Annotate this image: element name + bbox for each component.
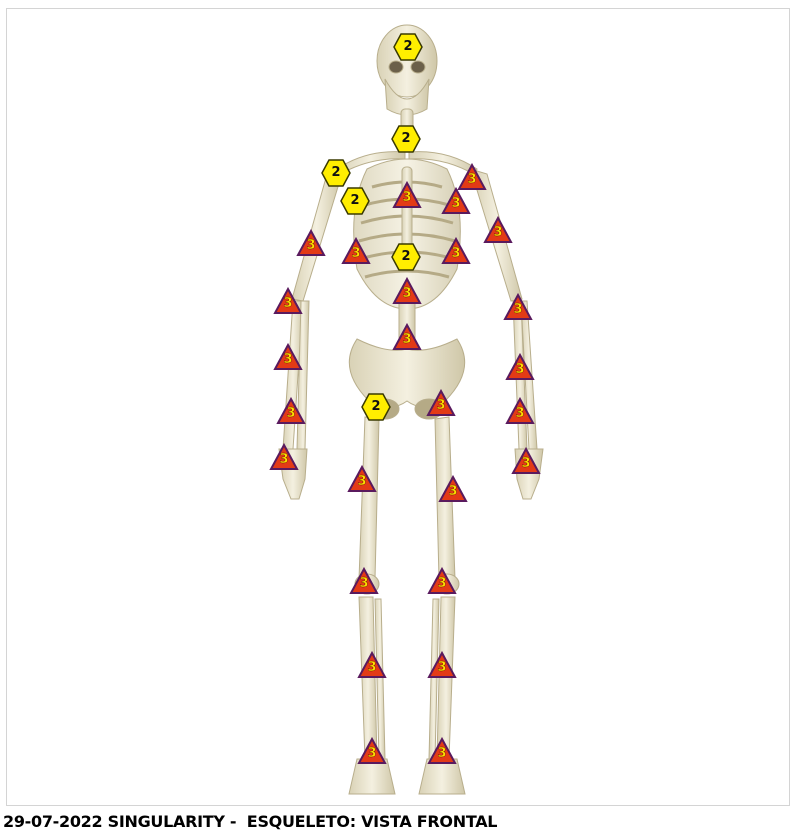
severity-marker-right-wrist[interactable]: 3 xyxy=(276,397,306,425)
marker-label: 3 xyxy=(505,406,535,421)
marker-label: 2 xyxy=(361,399,391,414)
severity-marker-spine-lumbar-1[interactable]: 3 xyxy=(392,277,422,305)
severity-marker-right-hand[interactable]: 3 xyxy=(269,443,299,471)
severity-marker-lumbar-center[interactable]: 2 xyxy=(391,243,421,271)
marker-label: 3 xyxy=(427,576,457,591)
marker-label: 3 xyxy=(457,172,487,187)
severity-marker-head[interactable]: 2 xyxy=(393,33,423,61)
marker-label: 3 xyxy=(426,398,456,413)
severity-marker-right-upper-arm[interactable]: 3 xyxy=(296,229,326,257)
marker-label: 3 xyxy=(392,286,422,301)
marker-label: 3 xyxy=(392,190,422,205)
severity-marker-right-shin[interactable]: 3 xyxy=(357,651,387,679)
severity-marker-right-hip[interactable]: 2 xyxy=(361,393,391,421)
marker-label: 3 xyxy=(438,484,468,499)
marker-label: 3 xyxy=(505,362,535,377)
marker-label: 3 xyxy=(273,352,303,367)
marker-label: 3 xyxy=(347,474,377,489)
marker-label: 3 xyxy=(357,746,387,761)
marker-label: 3 xyxy=(349,576,379,591)
marker-label: 3 xyxy=(341,246,371,261)
image-caption: 29-07-2022 SINGULARITY - ESQUELETO: VIST… xyxy=(3,812,497,831)
severity-marker-left-upper-arm[interactable]: 3 xyxy=(483,216,513,244)
marker-label: 3 xyxy=(483,225,513,240)
skeleton-viewer: 2 2 2 2 2 2 3 3 3 3 3 3 xyxy=(6,8,790,806)
severity-marker-left-shin[interactable]: 3 xyxy=(427,651,457,679)
severity-marker-left-forearm[interactable]: 3 xyxy=(505,353,535,381)
severity-marker-left-elbow[interactable]: 3 xyxy=(503,293,533,321)
severity-marker-right-knee[interactable]: 3 xyxy=(349,567,379,595)
severity-marker-spine-lumbar-2[interactable]: 3 xyxy=(392,323,422,351)
marker-label: 3 xyxy=(273,296,303,311)
marker-label: 2 xyxy=(340,193,370,208)
severity-marker-sternum[interactable]: 3 xyxy=(392,181,422,209)
marker-label: 3 xyxy=(269,452,299,467)
marker-label: 3 xyxy=(441,246,471,261)
marker-label: 3 xyxy=(427,660,457,675)
marker-label: 3 xyxy=(441,196,471,211)
marker-label: 3 xyxy=(511,456,541,471)
severity-marker-right-thigh[interactable]: 3 xyxy=(347,465,377,493)
severity-marker-left-wrist[interactable]: 3 xyxy=(505,397,535,425)
marker-label: 2 xyxy=(321,165,351,180)
marker-label: 3 xyxy=(392,332,422,347)
severity-marker-left-hand[interactable]: 3 xyxy=(511,447,541,475)
severity-marker-left-hip[interactable]: 3 xyxy=(426,389,456,417)
severity-marker-left-ankle[interactable]: 3 xyxy=(427,737,457,765)
severity-marker-neck[interactable]: 2 xyxy=(391,125,421,153)
marker-label: 2 xyxy=(391,131,421,146)
marker-label: 3 xyxy=(427,746,457,761)
marker-label: 2 xyxy=(391,249,421,264)
severity-marker-left-thigh[interactable]: 3 xyxy=(438,475,468,503)
severity-marker-right-forearm[interactable]: 3 xyxy=(273,343,303,371)
marker-label: 2 xyxy=(393,39,423,54)
severity-marker-right-shoulder[interactable]: 2 xyxy=(340,187,370,215)
severity-marker-left-lower-rib[interactable]: 3 xyxy=(441,237,471,265)
marker-label: 3 xyxy=(503,302,533,317)
severity-marker-right-elbow[interactable]: 3 xyxy=(273,287,303,315)
severity-marker-left-upper-rib[interactable]: 3 xyxy=(441,187,471,215)
severity-marker-right-lower-rib[interactable]: 3 xyxy=(341,237,371,265)
severity-marker-right-ankle[interactable]: 3 xyxy=(357,737,387,765)
marker-label: 3 xyxy=(296,238,326,253)
severity-marker-right-clavicle[interactable]: 2 xyxy=(321,159,351,187)
marker-label: 3 xyxy=(357,660,387,675)
marker-label: 3 xyxy=(276,406,306,421)
severity-marker-left-knee[interactable]: 3 xyxy=(427,567,457,595)
